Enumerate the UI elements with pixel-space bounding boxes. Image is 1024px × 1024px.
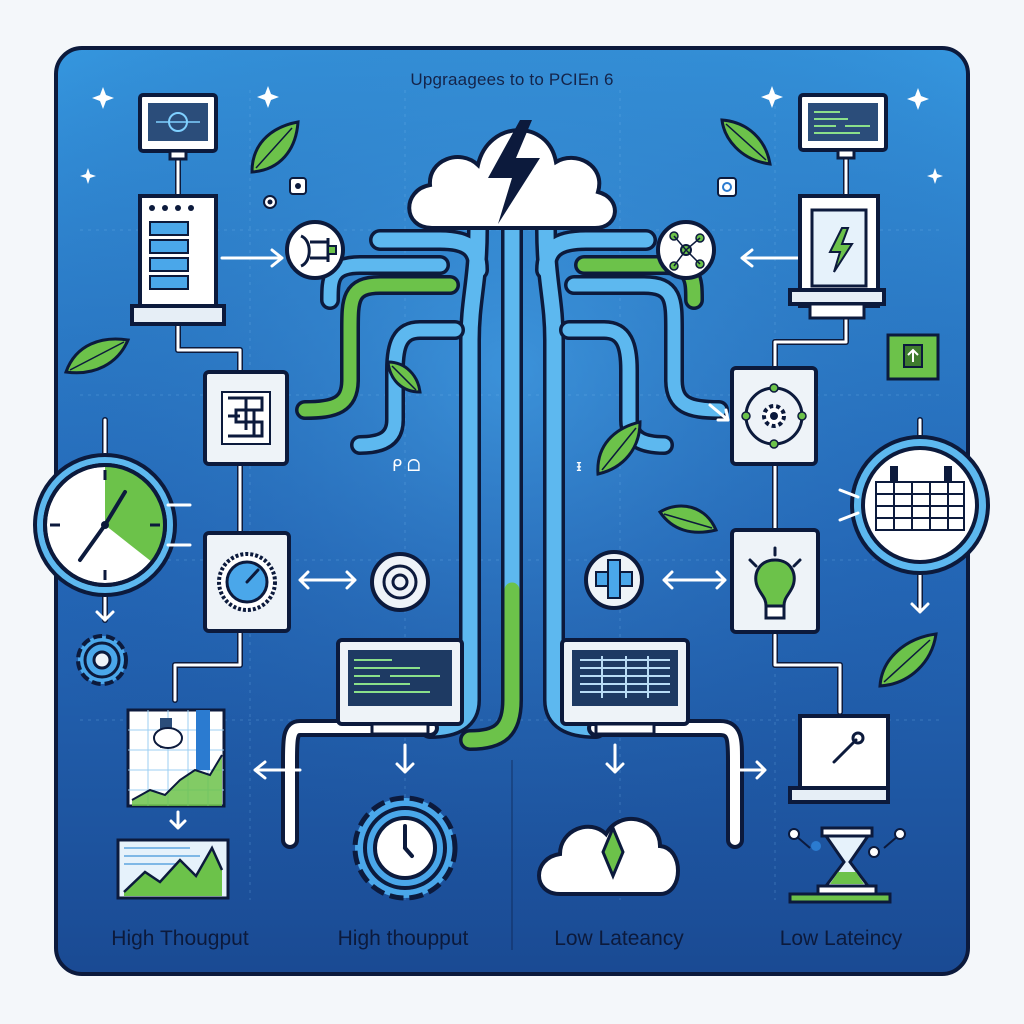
server-icon (130, 194, 226, 326)
diagram-title: Upgraagees to to PCIEn 6 (410, 70, 614, 89)
network-node-icon (656, 220, 716, 280)
leaf-icon (720, 118, 772, 166)
sparkle-icons (80, 86, 943, 184)
leaf-icon (657, 504, 719, 534)
leaf-icon (596, 420, 642, 476)
monitor-icon (798, 93, 888, 160)
laptop-icon (788, 714, 890, 804)
circuit-icon (203, 370, 289, 466)
leaf-icon (878, 632, 938, 688)
trend-chart-icon (116, 838, 230, 900)
lightbulb-icon (730, 528, 820, 634)
upload-icon (886, 333, 940, 381)
small-node-icons (263, 177, 737, 209)
leaf-icon (386, 360, 422, 394)
factory-badge-icon (838, 435, 990, 575)
arrow-icons (95, 248, 930, 830)
cloud-lightning-icon (407, 120, 617, 230)
small-glyph-left: ᑭ ᗝ (392, 456, 421, 475)
gear-network-icon (730, 366, 818, 466)
power-unit-icon (788, 194, 886, 320)
caption-high-throughput-2: High thoupput (337, 927, 469, 950)
computer-icon (336, 638, 464, 736)
dial-icon (203, 531, 291, 633)
leaf-icon (250, 120, 300, 174)
caption-low-latency-2: Low Lateincy (779, 927, 903, 950)
connector-plug-icon (285, 220, 345, 280)
caption-high-throughput-1: High Thougput (111, 927, 249, 950)
speaker-icon (370, 552, 430, 612)
leaf-icon (63, 337, 131, 375)
cloud-gem-icon (537, 816, 680, 896)
blocks-icon (584, 550, 644, 610)
chart-icon (126, 708, 226, 808)
small-glyph-right: ᵻ (576, 456, 582, 475)
stopwatch-icon (33, 453, 192, 597)
monitor-icon (138, 93, 218, 161)
hourglass-icon (788, 826, 906, 904)
gear-icon (76, 634, 128, 686)
caption-low-latency-1: Low Lateancy (554, 927, 684, 950)
computer-icon (560, 638, 690, 736)
clock-gear-icon (352, 795, 458, 901)
